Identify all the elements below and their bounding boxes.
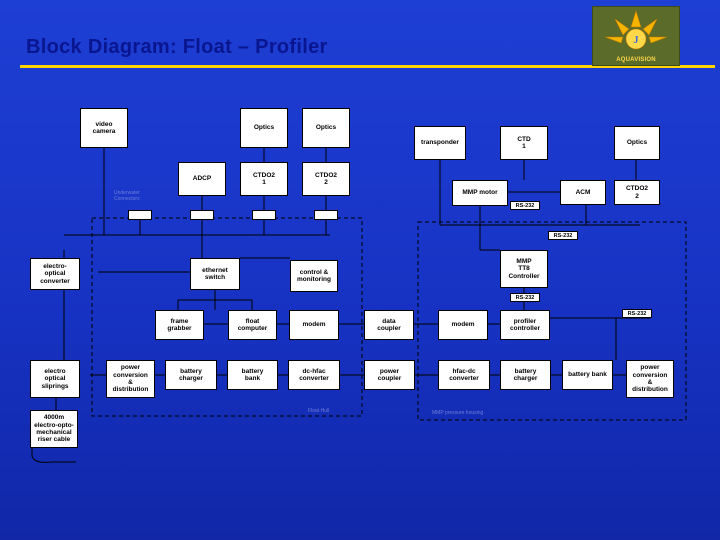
profiler-housing-label: MMP pressure housing (432, 410, 484, 416)
hfac-dc-converter-box: hfac-dc converter (438, 360, 490, 390)
title-underline (20, 65, 715, 68)
rs232-label: RS-232 (622, 309, 652, 318)
control-monitoring-box: control & monitoring (290, 260, 338, 292)
float-ctdo2-2-box: CTDO2 2 (302, 162, 350, 196)
aquavision-logo: J AQUAVISION (592, 6, 680, 66)
mmp-motor-box: MMP motor (452, 180, 508, 206)
underwater-connector (128, 210, 152, 220)
float-ctdo2-1-box: CTDO2 1 (240, 162, 288, 196)
rs232-label: RS-232 (548, 231, 578, 240)
profiler-ctdo2-2-box: CTDO2 2 (614, 180, 660, 205)
data-coupler-box: data coupler (364, 310, 414, 340)
float-optics-2-box: Optics (302, 108, 350, 148)
float-computer-box: float computer (228, 310, 277, 340)
profiler-power-conversion-box: power conversion & distribution (626, 360, 674, 398)
sun-icon: J (604, 9, 668, 50)
logo-caption: AQUAVISION (616, 57, 656, 63)
riser-cable-box: 4000m electro-opto- mechanical riser cab… (30, 410, 78, 448)
profiler-modem-box: modem (438, 310, 488, 340)
float-power-conversion-box: power conversion & distribution (106, 360, 155, 398)
profiler-battery-bank-box: battery bank (562, 360, 613, 390)
profiler-optics-box: Optics (614, 126, 660, 160)
float-optics-1-box: Optics (240, 108, 288, 148)
video-camera-box: video camera (80, 108, 128, 148)
float-modem-box: modem (289, 310, 339, 340)
profiler-battery-charger-box: battery charger (500, 360, 551, 390)
transponder-box: transponder (414, 126, 466, 160)
underwater-connector (314, 210, 338, 220)
profiler-ctd-1-box: CTD 1 (500, 126, 548, 160)
connector-note: Underwater Connectors (114, 190, 140, 202)
underwater-connector (252, 210, 276, 220)
electro-optical-sliprings-box: electro optical sliprings (30, 360, 80, 398)
adcp-box: ADCP (178, 162, 226, 196)
ethernet-switch-box: ethernet switch (190, 258, 240, 290)
float-battery-bank-box: battery bank (227, 360, 278, 390)
frame-grabber-box: frame grabber (155, 310, 204, 340)
svg-text:J: J (634, 35, 639, 46)
rs232-label: RS-232 (510, 293, 540, 302)
float-housing-label: Float Hull (308, 408, 330, 414)
float-power-coupler-box: power coupler (364, 360, 415, 390)
profiler-controller-box: profiler controller (500, 310, 550, 340)
rs232-label: RS-232 (510, 201, 540, 210)
underwater-connector (190, 210, 214, 220)
float-battery-charger-box: battery charger (165, 360, 217, 390)
electro-optical-converter-box: electro- optical converter (30, 258, 80, 290)
dc-hfac-converter-box: dc-hfac converter (288, 360, 340, 390)
mmp-controller-box: MMP TT8 Controller (500, 250, 548, 288)
slide-title: Block Diagram: Float – Profiler (26, 36, 328, 58)
acm-box: ACM (560, 180, 606, 205)
